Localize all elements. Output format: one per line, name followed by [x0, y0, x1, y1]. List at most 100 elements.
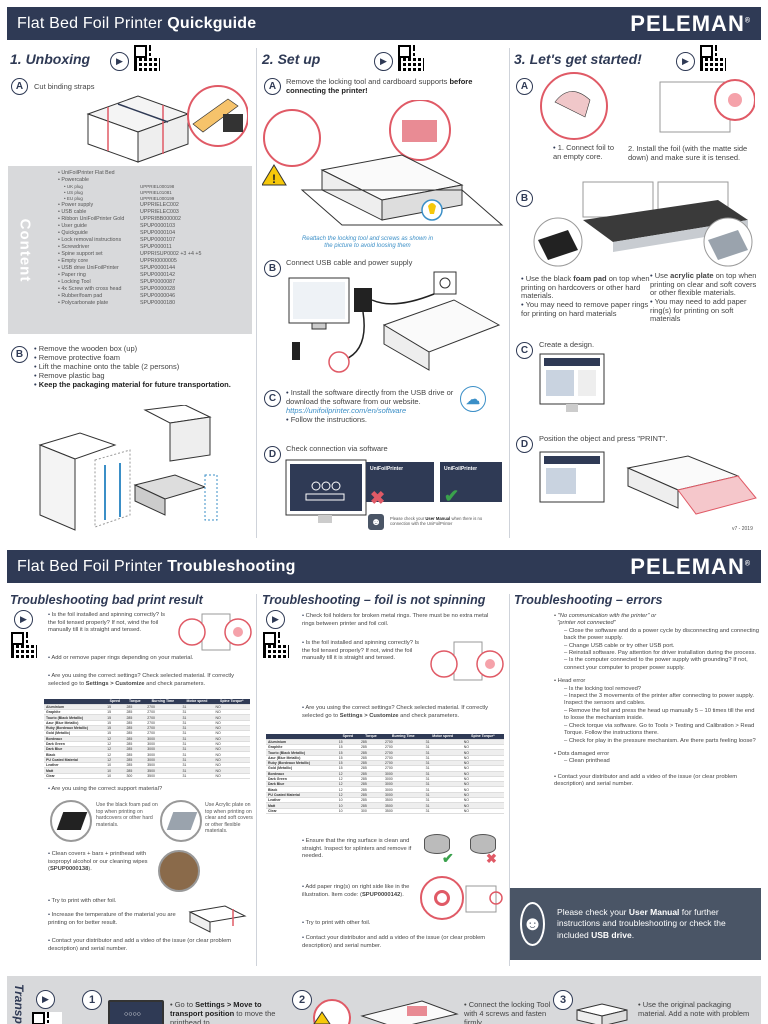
manual-note: Please check your User Manual when there… [390, 516, 483, 527]
table-cell: 15 [336, 760, 359, 767]
table-cell: 285 [124, 714, 146, 721]
table-header-cell [266, 734, 337, 740]
table-cell: 285 [358, 792, 383, 799]
table-cell: 31 [423, 808, 462, 814]
video-icon[interactable]: ▶ [374, 52, 393, 71]
table-cell: Bordeaux [44, 736, 106, 742]
step-a-badge: A [264, 78, 281, 95]
column-divider [509, 594, 510, 966]
table-cell: 31 [423, 744, 462, 751]
foam-pad-circle [50, 800, 92, 842]
list-item: • Dots damaged error [554, 750, 610, 757]
table-cell: 285 [358, 739, 383, 746]
qr-code-icon [32, 1012, 58, 1024]
list-subitem: – Change USB cable or try other USB port… [564, 642, 675, 649]
foam-pad-note: Use the black foam pad on top when print… [96, 802, 158, 828]
acrylic-plate-circle [160, 800, 202, 842]
table-cell: 31 [423, 802, 462, 809]
table-cell: 285 [124, 757, 146, 764]
table-cell: 10 [105, 773, 125, 779]
table-cell: 285 [124, 736, 146, 742]
table-cell: 15 [105, 714, 125, 721]
video-icon[interactable]: ▶ [676, 52, 695, 71]
table-cell: NO [213, 751, 250, 758]
check-icon: ✔ [442, 850, 454, 866]
list-item: Contact your distributor and add a video… [48, 938, 253, 953]
list-item: Remove the wooden box (up) [34, 344, 244, 353]
video-icon[interactable]: ▶ [266, 610, 285, 629]
cleaning-wipes-photo [158, 850, 200, 892]
table-cell: 31 [423, 776, 462, 783]
table-cell: 12 [105, 746, 125, 753]
list-item: Try to print with other foil. [302, 920, 502, 928]
list-item: Clean covers + bars + printhead with iso… [48, 851, 158, 874]
list-item: Increase the temperature of the material… [48, 912, 176, 927]
content-item-code: UPPRIELEC003 [140, 209, 179, 216]
content-item-name: EU plug [58, 196, 140, 202]
step-d-badge: D [516, 436, 533, 453]
table-cell: NO [461, 781, 504, 788]
table-cell: 12 [105, 751, 125, 758]
table-cell: Gold (Metallic) [266, 765, 337, 772]
table-cell: 285 [358, 771, 383, 777]
list-subitem: – Close the software and do a power cycl… [564, 627, 759, 642]
table-cell: 2700 [145, 704, 181, 711]
table-cell: 285 [124, 767, 146, 774]
setup-d-text: Check connection via software [286, 444, 388, 453]
table-cell: Leather [44, 762, 106, 769]
user-manual-panel: ☻ Please check your User Manual for furt… [510, 888, 761, 960]
table-cell: Matt [44, 767, 106, 774]
list-subitem: – Clean printhead [564, 758, 610, 765]
table-cell: 285 [358, 749, 383, 756]
table-cell: 12 [336, 792, 359, 799]
video-icon[interactable]: ▶ [14, 610, 33, 629]
content-item-name: Ribbon UniFoilPrinter Gold [58, 216, 140, 223]
table-cell: 10 [336, 808, 359, 814]
list-subitem: – Remove the foil and press the head up … [564, 707, 755, 722]
table-cell: Ruby (Bordeaux Metallic) [44, 725, 106, 732]
table-cell: 3000 [382, 781, 424, 788]
pad-plate-illustration [533, 181, 753, 267]
list-subitem: – Check for play in the pressure mechani… [564, 737, 756, 744]
table-cell: 31 [180, 720, 214, 727]
list-item: Are you using the correct support materi… [48, 786, 248, 794]
table-cell: 15 [105, 720, 125, 727]
table-cell: 2700 [382, 755, 424, 762]
content-item-code: SPUP0000103 [140, 223, 176, 230]
table-cell: Clear [44, 773, 106, 779]
table-cell: NO [213, 741, 250, 748]
transport-step-1-text: • Go to Settings > Move to transport pos… [170, 1000, 276, 1024]
screen-not-connected: UniFoilPrinter [366, 462, 434, 502]
video-icon[interactable]: ▶ [36, 990, 55, 1009]
content-item-code: UPPRIBB000002 [140, 216, 181, 223]
table-cell: 285 [124, 741, 146, 748]
table-cell: 2700 [145, 725, 181, 732]
table-cell: 31 [423, 755, 462, 762]
peleman-logo: PELEMAN® [630, 553, 751, 579]
list-item: Remove protective foam [34, 353, 244, 362]
table-header-cell [44, 699, 106, 705]
list-item: Are you using the correct settings? Chec… [48, 673, 248, 688]
table-cell: 12 [105, 741, 125, 748]
video-icon[interactable]: ▶ [110, 52, 129, 71]
software-link[interactable]: https://unifoilprinter.com/en/software [286, 406, 407, 415]
bad-print-list-5: Clean covers + bars + printhead with iso… [48, 851, 158, 874]
table-cell: 31 [180, 736, 214, 742]
table-cell: 15 [336, 755, 359, 762]
column-divider [256, 48, 257, 538]
content-item-code: SPUP0000107 [140, 237, 176, 244]
table-cell: 31 [423, 771, 462, 777]
list-item: You may need to remove paper rings for p… [521, 300, 651, 318]
